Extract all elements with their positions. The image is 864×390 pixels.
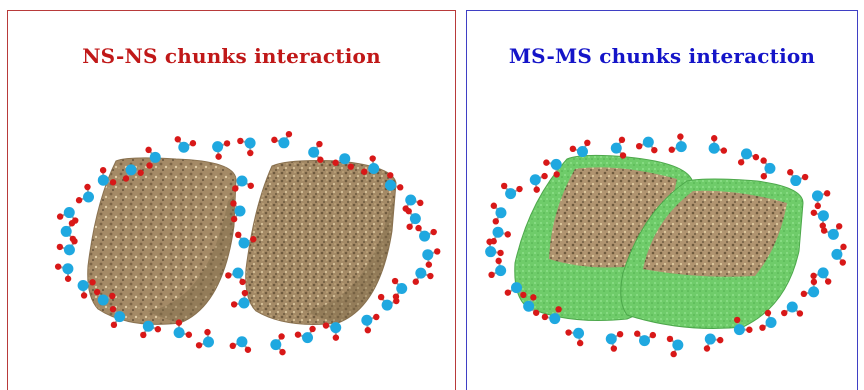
water-molecule-icon — [392, 278, 407, 300]
water-molecule-icon — [237, 138, 255, 157]
water-molecule-icon — [212, 140, 230, 160]
water-molecule-icon — [811, 210, 829, 229]
water-molecule-icon — [57, 207, 79, 224]
water-molecule-icon — [781, 302, 803, 317]
ms-ms-panel: MS-MS chunks interaction — [466, 10, 858, 390]
water-molecule-icon — [403, 194, 424, 211]
water-molecule-icon — [271, 131, 292, 148]
water-molecule-icon — [488, 258, 506, 278]
water-molecule-icon — [669, 133, 687, 152]
water-molecule-icon — [634, 331, 656, 347]
water-molecule-icon — [196, 329, 214, 349]
water-molecule-icon — [76, 184, 94, 204]
ns-ns-illustration — [8, 11, 457, 381]
water-molecule-icon — [709, 135, 727, 154]
ns-ns-panel: NS-NS chunks interaction — [7, 10, 456, 390]
water-molecule-icon — [231, 290, 250, 309]
water-molecule-icon — [415, 225, 437, 242]
water-molecule-icon — [308, 141, 323, 163]
water-molecule-icon — [738, 148, 759, 165]
water-molecule-icon — [270, 333, 285, 355]
water-molecule-icon — [491, 203, 507, 225]
water-molecule-icon — [385, 172, 403, 191]
water-molecule-icon — [361, 314, 379, 334]
water-molecule-icon — [570, 140, 591, 157]
water-molecule-icon — [323, 322, 341, 341]
water-molecule-icon — [175, 136, 197, 153]
water-molecule-icon — [55, 263, 73, 282]
water-molecule-icon — [501, 183, 523, 199]
water-molecule-icon — [812, 190, 830, 209]
water-molecule-icon — [413, 268, 434, 285]
water-molecule-icon — [606, 331, 624, 352]
water-molecule-icon — [831, 244, 846, 266]
water-molecule-icon — [490, 227, 511, 245]
water-molecule-icon — [801, 279, 819, 298]
water-molecule-icon — [230, 336, 252, 353]
water-molecule-icon — [225, 268, 246, 286]
water-molecule-icon — [787, 169, 808, 186]
water-molecule-icon — [565, 328, 584, 347]
water-molecule-icon — [760, 157, 775, 179]
ms-ms-illustration — [467, 11, 859, 381]
ns-chunk-right — [246, 161, 396, 325]
water-molecule-icon — [295, 326, 316, 343]
water-molecule-icon — [704, 334, 724, 352]
water-molecule-icon — [422, 248, 440, 268]
water-molecule-icon — [636, 137, 658, 154]
water-molecule-icon — [611, 137, 626, 159]
water-molecule-icon — [667, 336, 684, 358]
